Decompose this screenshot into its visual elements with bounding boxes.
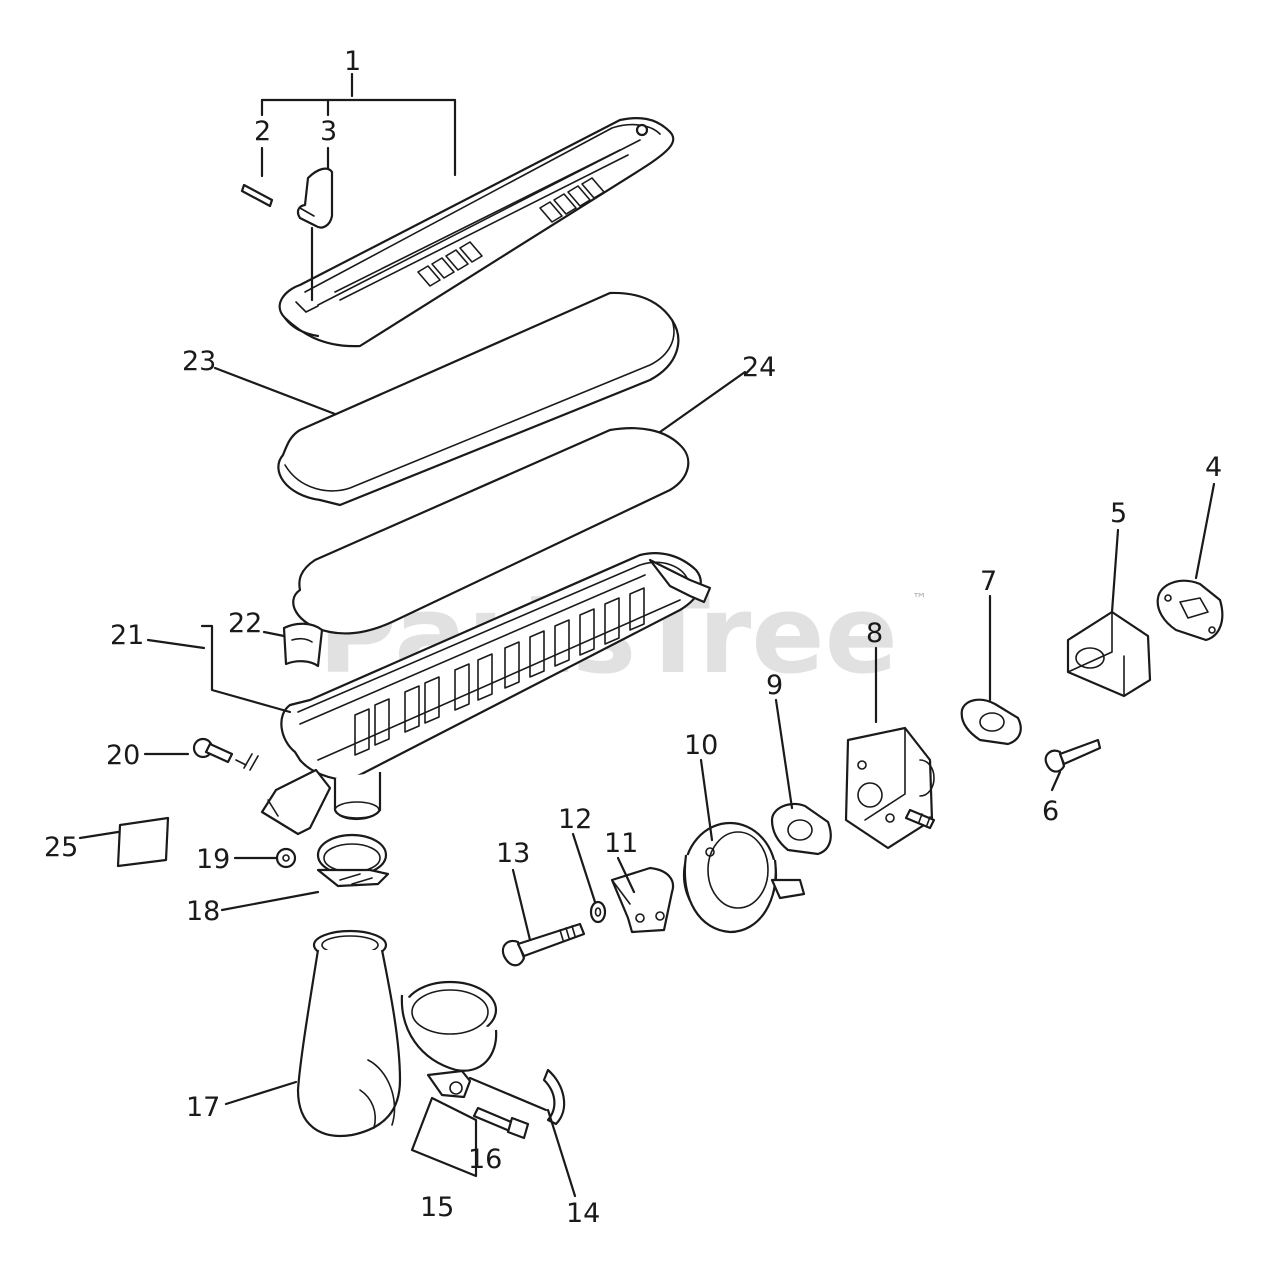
callout-11: 11 [604, 828, 638, 859]
callout-12: 12 [558, 804, 592, 835]
part-filter-element [277, 291, 680, 507]
callout-20: 20 [106, 740, 140, 771]
part-clip [282, 622, 324, 668]
callout-15: 15 [420, 1192, 454, 1223]
callout-19: 19 [196, 844, 230, 875]
callout-21: 21 [110, 620, 144, 651]
part-gasket-7 [960, 698, 1022, 746]
part-gasket-9 [770, 802, 832, 856]
leader-lines [78, 72, 1216, 1198]
callout-18: 18 [186, 896, 220, 927]
part-bolt-small [472, 1106, 530, 1140]
callout-10: 10 [684, 730, 718, 761]
callout-7: 7 [980, 566, 997, 597]
part-nut [275, 847, 297, 869]
callout-22: 22 [228, 608, 262, 639]
part-washer [589, 900, 607, 924]
part-screw [192, 737, 259, 771]
part-air-cleaner-case [260, 552, 712, 836]
callout-3: 3 [320, 116, 337, 147]
callout-8: 8 [866, 618, 883, 649]
callout-25: 25 [44, 832, 78, 863]
part-clamp [400, 980, 498, 1099]
part-hose-clamp [316, 833, 390, 888]
watermark-trademark: ™ [912, 590, 927, 608]
part-seal [542, 1068, 566, 1126]
part-label [116, 816, 170, 868]
part-insulator [1066, 610, 1152, 698]
callout-labels: 1 2 3 4 5 6 7 8 9 10 11 12 13 14 15 16 1… [44, 46, 1222, 1229]
part-latch [296, 167, 334, 229]
callout-9: 9 [766, 670, 783, 701]
callout-4: 4 [1205, 452, 1222, 483]
part-bolt-6 [1044, 738, 1102, 773]
part-elbow [296, 929, 402, 1137]
callout-17: 17 [186, 1092, 220, 1123]
callout-1: 1 [344, 46, 361, 77]
callout-13: 13 [496, 838, 530, 869]
callout-16: 16 [468, 1144, 502, 1175]
part-bracket [610, 866, 675, 934]
part-adapter [682, 821, 806, 934]
callout-5: 5 [1110, 498, 1127, 529]
part-carburetor [844, 726, 936, 850]
part-air-cleaner-cover [278, 117, 675, 348]
part-pin [240, 183, 274, 208]
callout-14: 14 [566, 1198, 600, 1229]
callout-2: 2 [254, 116, 271, 147]
part-gasket-4 [1156, 579, 1224, 642]
callout-6: 6 [1042, 796, 1059, 827]
part-long-bolt [501, 922, 586, 967]
callout-23: 23 [182, 346, 216, 377]
callout-24: 24 [742, 352, 776, 383]
